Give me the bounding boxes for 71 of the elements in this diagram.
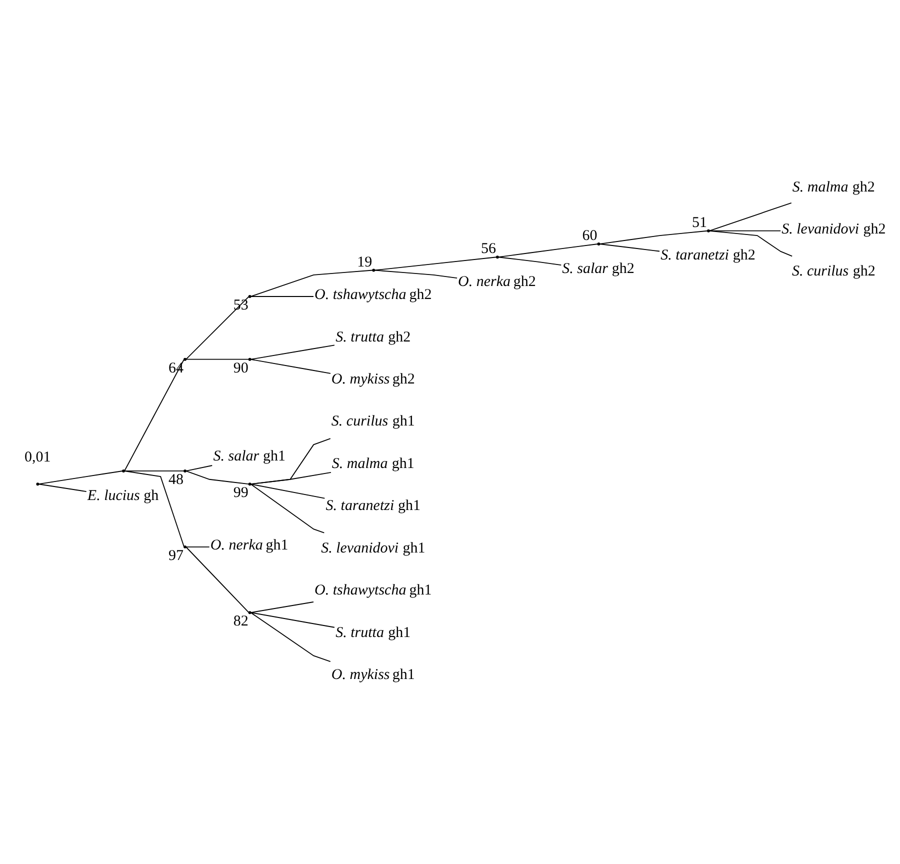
node-text: S. curilus gh2 <box>792 263 876 280</box>
connector <box>709 230 793 256</box>
connector <box>250 438 331 484</box>
node-text: O. tshawytscha gh2 <box>314 286 432 303</box>
node-point <box>184 468 187 472</box>
connector <box>186 546 210 547</box>
connector <box>250 471 332 484</box>
connector <box>250 612 335 628</box>
label: 0,01 <box>24 448 51 465</box>
node-text: O. mykiss gh1 <box>331 666 415 682</box>
node-point <box>597 242 600 245</box>
connector <box>124 358 184 471</box>
connector <box>124 470 184 547</box>
connector <box>186 358 250 360</box>
connector <box>374 269 458 278</box>
node-text: S. trutta gh1 <box>336 624 411 640</box>
connector <box>250 269 373 296</box>
node-point <box>122 468 125 472</box>
connector <box>186 464 213 471</box>
connector <box>374 256 497 270</box>
connector <box>709 202 792 231</box>
node-label: 60 <box>582 228 598 244</box>
node-point <box>707 228 710 232</box>
connector <box>498 256 562 266</box>
node-point <box>248 357 252 360</box>
connector <box>599 243 660 252</box>
node-label: 97 <box>168 547 184 564</box>
node-text: S. curilus gh1 <box>331 413 415 430</box>
node-label: 51 <box>692 214 707 230</box>
node-text: S. salar gh1 <box>213 448 286 464</box>
node-point <box>372 268 376 272</box>
node-text: S. taranetzi gh2 <box>660 247 756 264</box>
connector <box>250 358 331 374</box>
node-text: O. nerka gh2 <box>458 273 536 290</box>
node-label: 56 <box>480 240 496 257</box>
node-text: O. mykiss gh2 <box>331 371 415 388</box>
node-point <box>248 482 252 486</box>
node-label: 90 <box>233 360 248 376</box>
node-label: 19 <box>357 254 372 270</box>
node-point <box>496 255 499 258</box>
node-text: S. levanidovi gh2 <box>782 220 886 237</box>
node-label: 48 <box>168 471 184 488</box>
node-text: S. malma gh1 <box>332 455 414 472</box>
node-text: S. trutta gh2 <box>336 328 411 345</box>
node-point <box>248 610 252 614</box>
connector <box>599 230 708 244</box>
node-text: S. malma gh2 <box>792 178 875 195</box>
connector <box>250 612 331 662</box>
connector <box>250 483 326 498</box>
node-text: S. salar gh2 <box>562 260 634 276</box>
node-text: O. nerka gh1 <box>210 537 288 554</box>
node-text: S. levanidovi gh1 <box>321 540 426 556</box>
connector <box>124 470 184 471</box>
node-text: O. tshawytscha gh1 <box>314 582 432 598</box>
connector <box>498 243 598 258</box>
node-text: E. lucius gh <box>87 487 159 504</box>
connector <box>38 470 123 484</box>
node-label: 99 <box>233 484 248 501</box>
node-point <box>184 357 187 360</box>
connector <box>186 296 250 360</box>
node-point <box>184 544 187 548</box>
node-point <box>36 482 40 486</box>
connector <box>38 483 87 492</box>
node-label: 82 <box>233 613 248 630</box>
connector <box>250 344 335 360</box>
node-point <box>248 294 252 298</box>
connector <box>250 601 314 613</box>
connector <box>186 470 250 484</box>
connector <box>250 483 325 533</box>
node-text: S. taranetzi gh1 <box>326 498 421 514</box>
connector <box>186 546 250 612</box>
